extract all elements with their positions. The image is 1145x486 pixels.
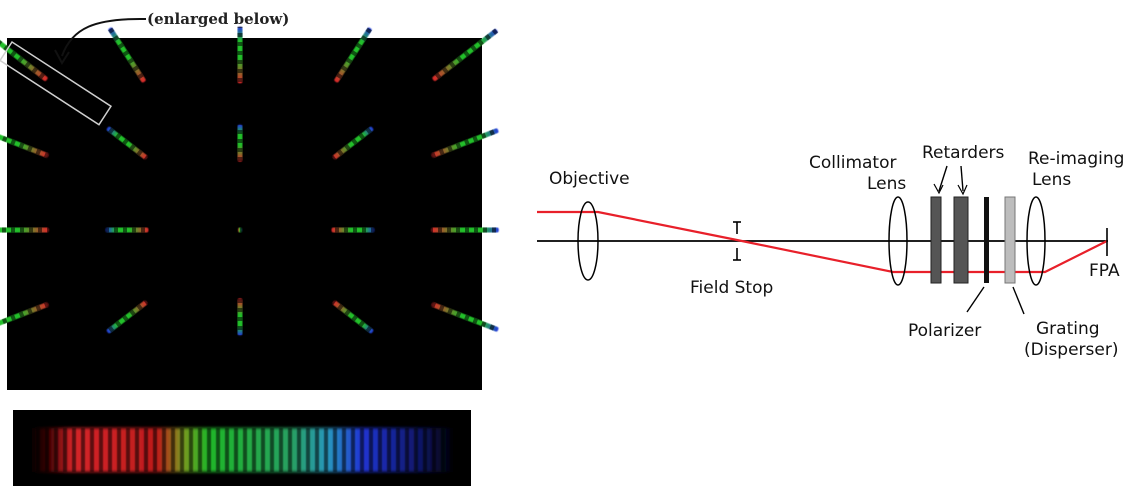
- star-streak: [0, 301, 50, 333]
- label-grating-line1: Grating: [1036, 319, 1100, 339]
- star-streak: [237, 26, 243, 84]
- label-field-stop: Field Stop: [690, 278, 773, 298]
- star-streak: [237, 124, 243, 162]
- enlarged-region-box: [0, 40, 113, 126]
- optical-diagram: Objective Field Stop Collimator Lens Ret…: [537, 143, 1124, 360]
- enlarged-spectrum-strip: [13, 410, 471, 486]
- polarizer: [984, 197, 989, 283]
- ray-path: [537, 210, 1108, 274]
- label-grating-line2: (Disperser): [1024, 340, 1118, 360]
- callout-arrow: [61, 17, 147, 57]
- callout-label: (enlarged below): [147, 10, 289, 28]
- star-streak: [107, 26, 147, 84]
- star-streak: [105, 299, 149, 335]
- retarder-1: [930, 196, 942, 284]
- star-streak: [105, 227, 149, 233]
- retarders-pointer-1: [938, 165, 948, 192]
- label-reimaging-line1: Re-imaging: [1028, 149, 1124, 169]
- polarizer-pointer: [966, 286, 985, 313]
- spectral-image: [0, 26, 500, 390]
- collimator-lens: [888, 196, 908, 286]
- star-streak: [105, 125, 149, 161]
- reimaging-lens: [1026, 196, 1046, 286]
- label-polarizer: Polarizer: [908, 321, 981, 341]
- star-streak: [431, 28, 499, 82]
- star-streak: [431, 227, 499, 233]
- callout: (enlarged below): [54, 10, 289, 65]
- star-streak: [237, 298, 243, 336]
- label-reimaging-line2: Lens: [1032, 170, 1071, 190]
- label-collimator-line1: Collimator: [809, 153, 896, 173]
- field-stop: [733, 221, 741, 261]
- label-collimator-line2: Lens: [867, 174, 906, 194]
- star-streak: [0, 28, 49, 82]
- callout-arrowhead: [54, 49, 70, 65]
- star-streak: [238, 227, 242, 233]
- retarders-pointer-2: [960, 165, 964, 192]
- label-retarders: Retarders: [922, 143, 1005, 163]
- label-fpa: FPA: [1089, 261, 1120, 281]
- label-objective: Objective: [549, 169, 630, 189]
- star-streak: [0, 227, 49, 233]
- spectral-image-background: [7, 38, 482, 390]
- star-streak: [331, 125, 375, 161]
- star-streak: [333, 26, 373, 84]
- star-streak: [0, 127, 50, 159]
- star-streak: [331, 299, 375, 335]
- grating-pointer: [1012, 286, 1025, 315]
- star-streak: [331, 227, 375, 233]
- star-streak: [430, 301, 500, 333]
- retarder-2: [953, 196, 969, 284]
- grating: [1004, 196, 1016, 284]
- objective-lens: [577, 201, 599, 281]
- dispersed-star-streaks: [0, 26, 500, 336]
- star-streak: [430, 127, 500, 159]
